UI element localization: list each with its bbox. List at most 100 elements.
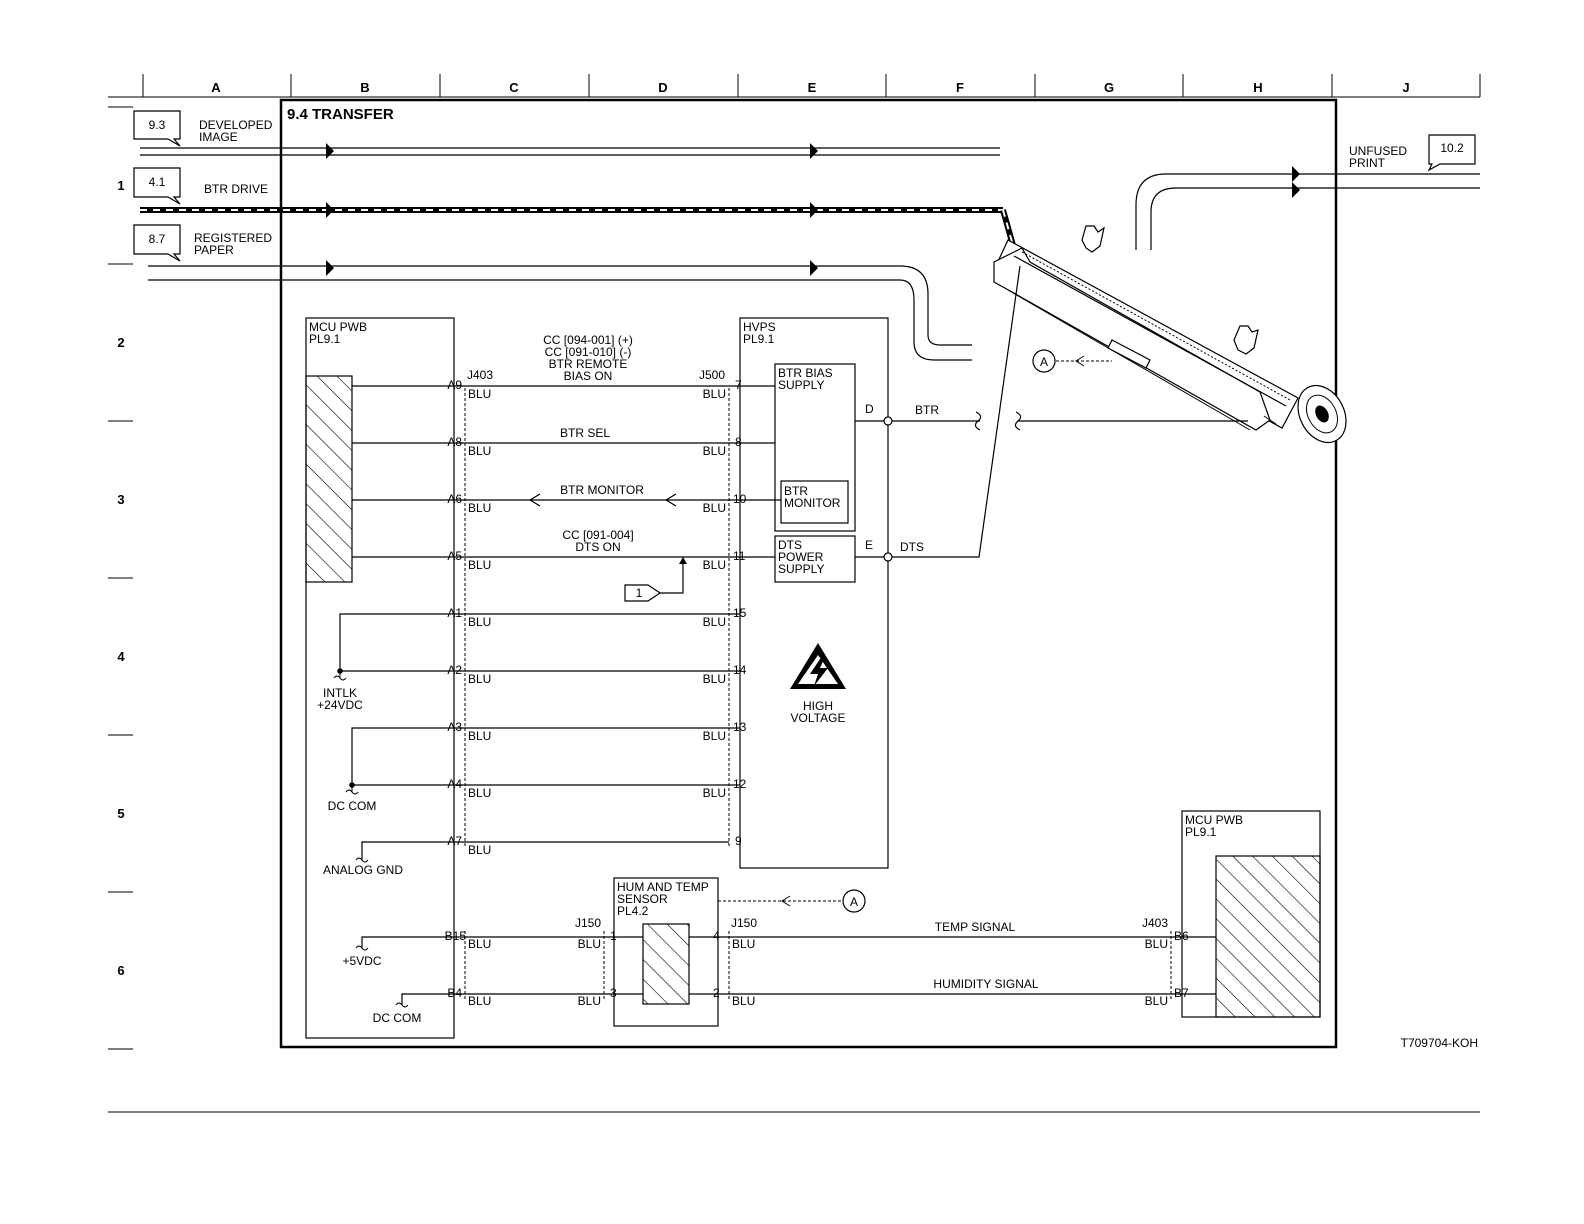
signal-labels: CC [094-001] (+) CC [091-010] (-) BTR RE… [543, 333, 644, 554]
wire-color: BLU [468, 729, 491, 743]
block-label: SUPPLY [778, 562, 824, 576]
component-pl: PL9.1 [743, 332, 775, 346]
pin-label: 11 [733, 549, 746, 563]
column-label: G [1104, 80, 1114, 95]
wire-color: BLU [703, 786, 726, 800]
connector-label: J150 [575, 916, 601, 930]
flag-ref: 4.1 [149, 175, 166, 189]
pin-label: 7 [735, 378, 742, 392]
block-label: MONITOR [784, 496, 841, 510]
hvps: HVPS PL9.1 BTR BIAS SUPPLY BTR MONITOR D… [739, 317, 889, 869]
component-pl: PL9.1 [1185, 825, 1217, 839]
pin-label: 3 [610, 986, 617, 1000]
component-name: HUM AND TEMP [617, 880, 709, 894]
mcu-pwb-left: MCU PWB PL9.1 [305, 317, 455, 1039]
pin-label: A6 [447, 492, 462, 506]
wire-color: BLU [703, 444, 726, 458]
row-label: 1 [117, 178, 124, 193]
column-label: C [509, 80, 519, 95]
pin-label: 14 [733, 663, 747, 677]
output-letter: D [865, 402, 874, 416]
flow-label: DEVELOPED [199, 118, 273, 132]
connector-label: J403 [1142, 916, 1168, 930]
note-flag-1: 1 [624, 557, 687, 602]
pin-label: 9 [735, 834, 742, 848]
row-label: 6 [117, 963, 124, 978]
pin-label: A3 [447, 720, 462, 734]
pin-label: 10 [733, 492, 747, 506]
flow-label: REGISTERED [194, 231, 272, 245]
row-label: 4 [117, 649, 125, 664]
output-label: BTR [915, 403, 939, 417]
wire-color: BLU [703, 672, 726, 686]
flow-label: PRINT [1349, 156, 1386, 170]
wire-color: BLU [468, 444, 491, 458]
wire-color: BLU [703, 729, 726, 743]
component-name: SENSOR [617, 892, 668, 906]
column-label: J [1402, 80, 1409, 95]
component-pl: PL9.1 [309, 332, 341, 346]
hum-temp-sensor: HUM AND TEMP SENSOR PL4.2 1 3 4 2 [610, 877, 720, 1027]
wire-color: BLU [468, 843, 491, 857]
block-label: POWER [778, 550, 824, 564]
callout-a-sensor: A [718, 889, 866, 913]
wire-color: BLU [468, 994, 491, 1008]
callout-a-roll: A [1032, 349, 1112, 373]
flow-label: PAPER [194, 243, 234, 257]
warning-label: VOLTAGE [791, 711, 846, 725]
column-label: A [211, 80, 221, 95]
figure-id: T709704-KOH [1401, 1036, 1478, 1050]
flow-label: BTR DRIVE [204, 182, 268, 196]
pin-label: 4 [713, 929, 720, 943]
pin-label: B15 [445, 929, 467, 943]
column-label: B [360, 80, 369, 95]
warning-label: HIGH [803, 699, 833, 713]
row-label: 2 [117, 335, 124, 350]
wire-color: BLU [468, 672, 491, 686]
pin-label: A5 [447, 549, 462, 563]
wire-color: BLU [732, 994, 755, 1008]
component-name: MCU PWB [1185, 813, 1243, 827]
signal-label: BTR SEL [560, 426, 610, 440]
column-label: F [956, 80, 964, 95]
wire-color: BLU [468, 786, 491, 800]
registered-paper-flow: 8.7 REGISTERED PAPER [133, 224, 972, 361]
transfer-frame [279, 98, 1338, 1049]
signal-label: BTR MONITOR [560, 483, 644, 497]
signal-label: CC [091-010] (-) [545, 345, 632, 359]
component-name: MCU PWB [309, 320, 367, 334]
connector-label: J403 [467, 368, 493, 382]
row-label: 5 [117, 806, 124, 821]
rail-label: +5VDC [342, 954, 381, 968]
pin-label: A8 [447, 435, 462, 449]
pin-label: A7 [447, 834, 462, 848]
rail-label: DC COM [373, 1011, 422, 1025]
signal-label: CC [094-001] (+) [543, 333, 633, 347]
column-label: H [1253, 80, 1262, 95]
block-label: DTS [778, 538, 802, 552]
row-header: 1 2 3 4 5 6 [108, 106, 133, 1050]
power-rails: INTLK +24VDC DC COM ANALOG GND +5VDC DC … [317, 613, 454, 1025]
pin-label: B6 [1174, 929, 1189, 943]
wire-color: BLU [1145, 994, 1168, 1008]
j500-pins: 7 8 10 11 15 14 13 12 9 [733, 378, 747, 848]
flag-ref: 10.2 [1440, 141, 1464, 155]
signal-label: BIAS ON [564, 369, 613, 383]
developed-image-flow: 9.3 DEVELOPED IMAGE [133, 110, 1000, 159]
signal-label: TEMP SIGNAL [935, 920, 1016, 934]
output-label: DTS [900, 540, 924, 554]
callout-letter: A [850, 895, 858, 909]
pin-label: B7 [1174, 986, 1189, 1000]
rail-label: INTLK [323, 686, 357, 700]
signal-label: HUMIDITY SIGNAL [933, 977, 1038, 991]
page-title: 9.4 TRANSFER [287, 106, 394, 123]
connector-label: J500 [699, 368, 725, 382]
wire-color: BLU [703, 615, 726, 629]
wire-color: BLU [703, 387, 726, 401]
row-label: 3 [117, 492, 124, 507]
pin-label: 15 [733, 606, 747, 620]
j403-pins: A9 A8 A6 A5 A1 A2 A3 A4 A7 [447, 378, 462, 848]
pin-label: 8 [735, 435, 742, 449]
signal-label: DTS ON [575, 540, 620, 554]
